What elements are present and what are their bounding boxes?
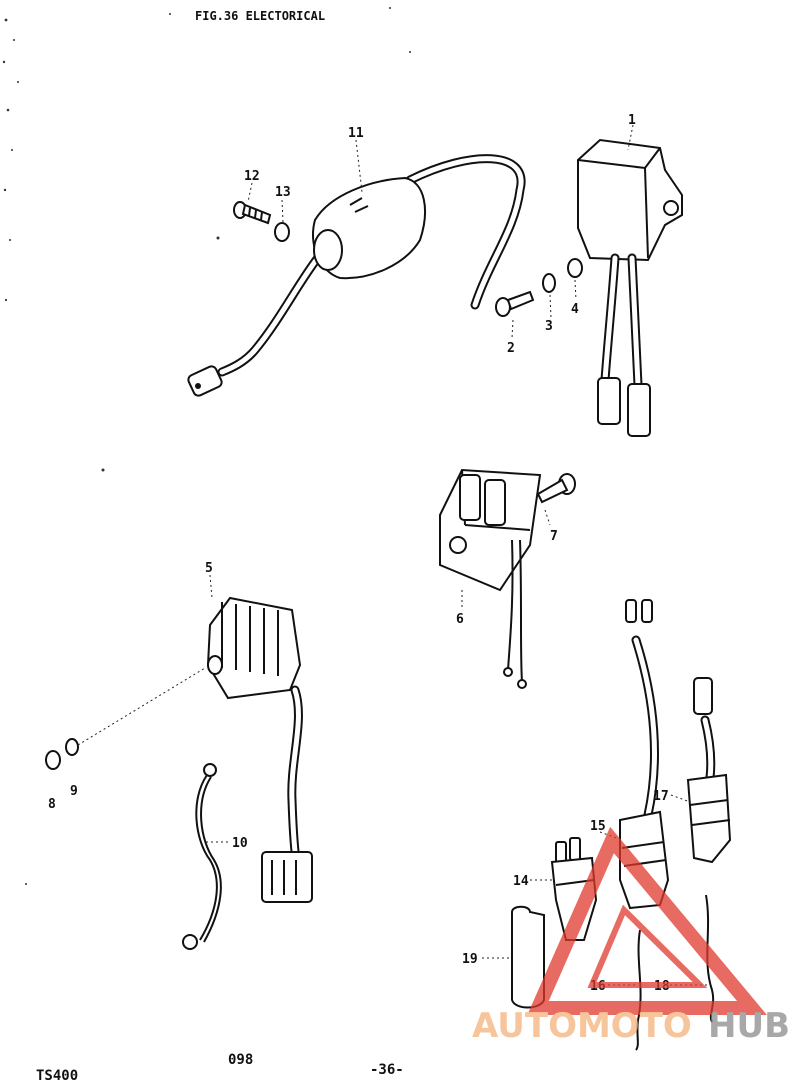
watermark-logo: AUTOMOTO HUB [472, 826, 790, 1046]
watermark-text-hub: HUB [708, 1006, 790, 1046]
callout-4: 4 [571, 302, 579, 317]
callout-8: 8 [48, 797, 56, 812]
wire-16 [635, 929, 642, 1051]
scan-noise [2, 7, 411, 885]
bolt-2 [495, 290, 535, 317]
callout-7: 7 [550, 529, 558, 544]
washer-9 [65, 738, 79, 756]
callout-11: 11 [348, 126, 364, 141]
footer-code: 098 [228, 1052, 253, 1068]
cdi-unit [577, 138, 683, 437]
callout-labels: 1 2 3 4 5 6 7 8 9 10 11 12 13 14 15 16 1… [48, 113, 670, 994]
washer-3 [542, 273, 556, 293]
callout-6: 6 [456, 612, 464, 627]
washer-13 [274, 222, 290, 242]
callout-14: 14 [513, 874, 529, 889]
callout-2: 2 [507, 341, 515, 356]
footer-page: -36- [370, 1062, 404, 1078]
ground-wire-10 [182, 763, 222, 950]
regulator-5 [206, 596, 313, 903]
callout-10: 10 [232, 836, 248, 851]
watermark-text-automoto: AUTOMOTO [472, 1006, 692, 1046]
nut-4 [567, 258, 583, 278]
switch-17 [686, 677, 732, 864]
footer-model: TS400 [36, 1068, 78, 1084]
bolt-12 [233, 201, 272, 225]
figure-title: FIG.36 ELECTORICAL [195, 9, 325, 23]
callout-19: 19 [462, 952, 478, 967]
bolt-7 [536, 473, 576, 504]
callout-3: 3 [545, 319, 553, 334]
nut-8 [45, 750, 61, 770]
callout-1: 1 [628, 113, 636, 128]
rectifier-6 [439, 468, 542, 689]
callout-12: 12 [244, 169, 260, 184]
callout-15: 15 [590, 819, 606, 834]
cover-19 [511, 905, 545, 1009]
ignition-coil [187, 154, 526, 397]
callout-5: 5 [205, 561, 213, 576]
callout-13: 13 [275, 185, 291, 200]
callout-9: 9 [70, 784, 78, 799]
callout-17: 17 [653, 789, 669, 804]
